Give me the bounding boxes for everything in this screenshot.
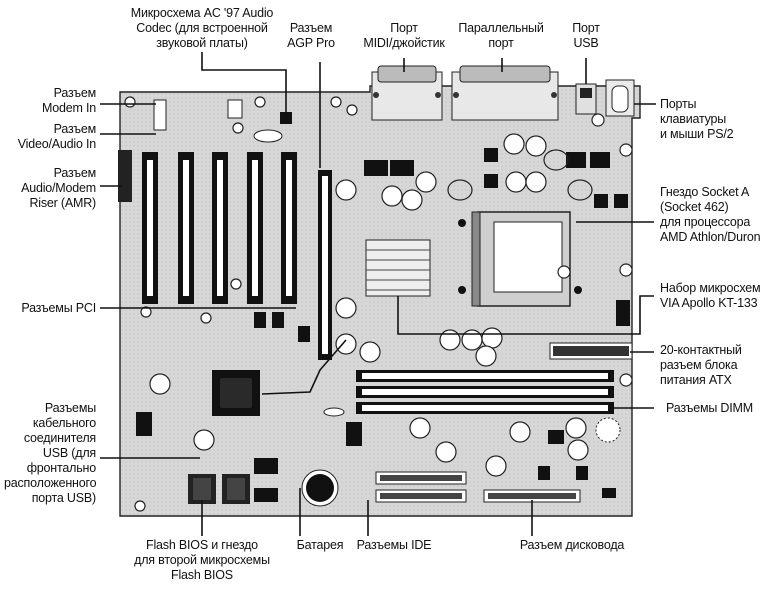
atx-power-connector [549,342,633,360]
label-usb-cable-headers-line: Разъемы [44,401,96,415]
label-amr-riser-line: Разъем [53,166,97,180]
label-usb-cable-headers-line: кабельного [32,416,96,430]
label-usb-cable-headers-line: порта USB) [31,491,96,505]
ps2-ports [605,79,635,117]
northbridge-heatsink [365,239,431,297]
label-parallel-port-line: Параллельный [458,21,544,35]
dimm-slots [356,370,614,414]
floppy-connector [483,489,581,503]
label-flash-bios-line: Flash BIOS [171,568,233,582]
label-dimm-slots: Разъемы DIMM [666,401,762,416]
label-socket-a-line: (Socket 462) [660,200,729,214]
ide-connectors [375,471,467,503]
label-midi-port-line: Порт [390,21,418,35]
label-usb-port-line: USB [573,36,599,50]
label-flash-bios-line: для второй микросхемы [134,553,270,567]
label-ps2-ports-line: клавиатуры [660,112,727,126]
cpu-socket [458,211,582,307]
label-ps2-ports-line: Порты [660,97,697,111]
label-atx-power-line: разъем блока [660,358,738,372]
label-modem-in-line: Разъем [53,86,97,100]
label-floppy-connector-line: Разъем дисковода [519,538,625,552]
label-socket-a-line: Гнездо Socket A [660,185,750,199]
amr-slot [118,150,132,202]
battery [301,469,339,507]
parallel-port [451,65,559,121]
label-socket-a-line: для процессора [660,215,751,229]
label-atx-power-line: питания ATX [660,373,732,387]
label-socket-a-line: AMD Athlon/Duron [660,230,761,244]
label-amr-riser-line: Audio/Modem [21,181,96,195]
label-agp-pro-line: Разъем [289,21,333,35]
label-dimm-slots-line: Разъемы DIMM [666,401,753,415]
label-ac97-codec-line: Codec (для встроенной [136,21,268,35]
label-modem-in-line: Modem In [42,101,96,115]
label-ide-connectors-line: Разъемы IDE [356,538,432,552]
label-video-audio-in-line: Разъем [53,122,97,136]
label-pci-slots: Разъемы PCI [4,301,96,316]
label-ac97-codec-line: звуковой платы) [156,36,248,50]
southbridge-chip [212,370,260,416]
label-ide-connectors: Разъемы IDE [352,538,436,553]
label-video-audio-in-line: Video/Audio In [17,137,96,151]
label-midi-port-line: MIDI/джойстик [363,36,445,50]
buzzer [595,417,621,443]
flash-bios [188,474,250,504]
label-parallel-port-line: порт [488,36,514,50]
label-battery-line: Батарея [296,538,344,552]
label-agp-pro-line: AGP Pro [287,36,335,50]
label-via-chipset-line: VIA Apollo KT-133 [660,296,758,310]
label-usb-cable-headers-line: соединителя [23,431,96,445]
label-ac97-codec-line: Микросхема AC '97 Audio [130,6,274,20]
label-floppy-connector: Разъем дисковода [508,538,636,553]
callout-lines [100,52,656,536]
label-pci-slots-line: Разъемы PCI [21,301,96,315]
label-ps2-ports-line: и мыши PS/2 [660,127,734,141]
label-usb-port-line: Порт [572,21,600,35]
label-usb-cable-headers-line: USB (для [42,446,96,460]
ferrite-coils [447,149,593,201]
label-battery: Батарея [290,538,350,553]
label-usb-cable-headers-line: фронтально [26,461,96,475]
label-atx-power-line: 20-контактный [660,343,742,357]
label-via-chipset-line: Набор микросхем [660,281,761,295]
label-socket-a: Гнездо Socket A(Socket 462)для процессор… [660,185,764,245]
midi-joystick-port [371,65,443,121]
label-amr-riser-line: Riser (AMR) [29,196,96,210]
label-flash-bios-line: Flash BIOS и гнездо [146,538,258,552]
usb-port [575,83,597,115]
label-usb-cable-headers-line: расположенного [4,476,97,490]
